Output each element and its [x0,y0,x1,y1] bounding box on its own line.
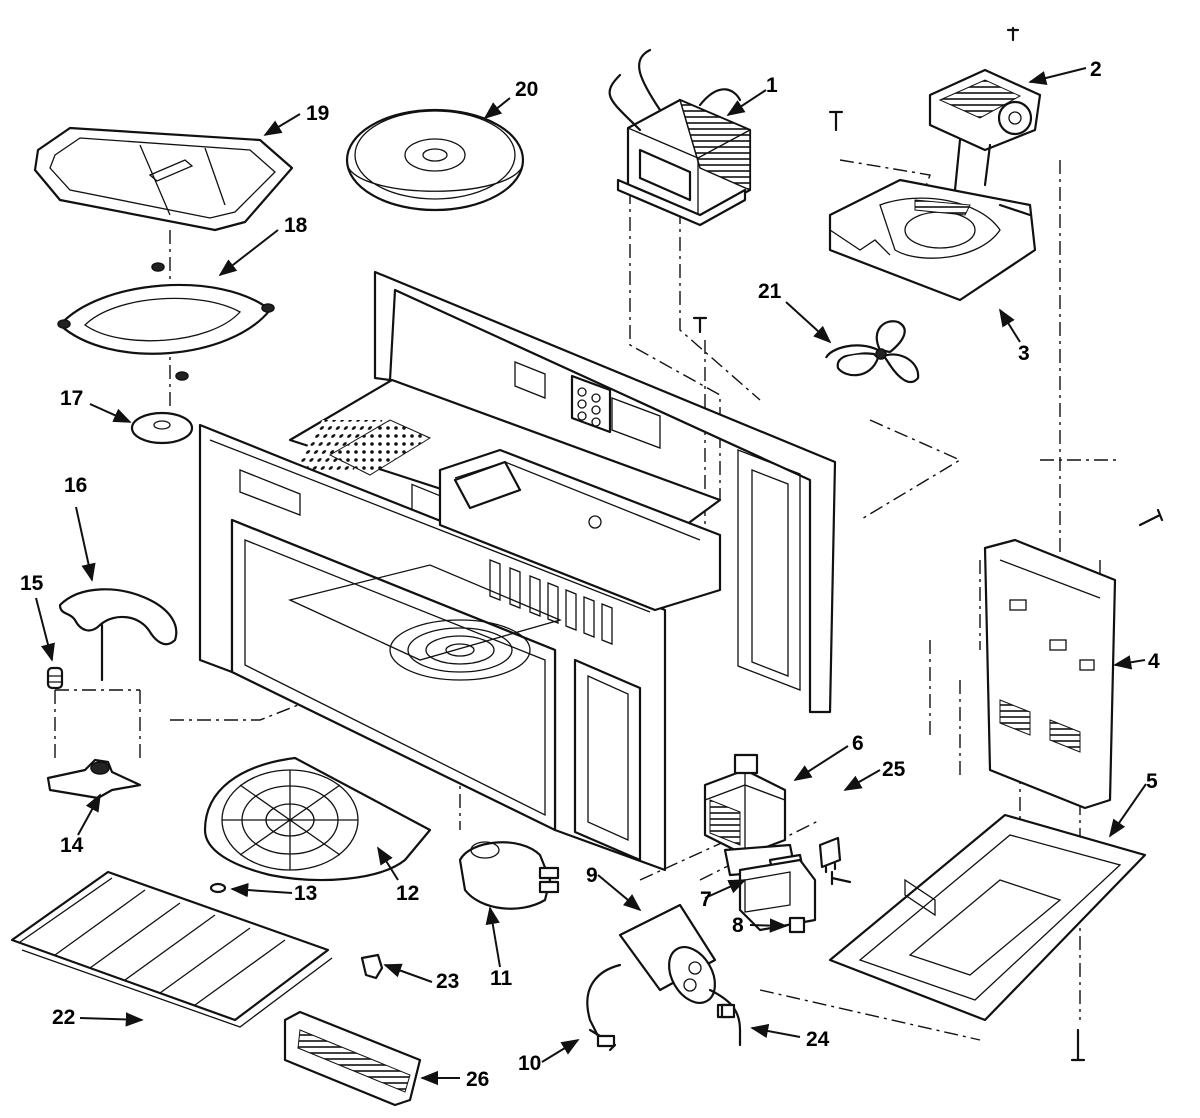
part-26-vent-grille [283,1010,422,1107]
callout-10: 10 [518,1052,541,1075]
part-12-stirrer-cover [203,756,432,882]
part-14-coupler [46,758,142,800]
part-4-control-bracket [983,538,1117,810]
screws [692,110,1164,1062]
callout-15: 15 [20,572,44,595]
callout-20: 20 [515,78,538,101]
leader-arrows [35,67,1147,1086]
part-16-stirrer-blade [58,588,178,682]
part-9-capacitor [586,903,742,1047]
callout-4: 4 [1148,650,1160,673]
part-3-blower-housing [828,178,1037,302]
front-vent-slots [489,559,613,645]
part-2-damper-motor [928,26,1042,192]
callout-11: 11 [490,967,513,990]
part-22-wire-rack [10,870,333,1028]
part-10-diode [588,1028,617,1052]
callout-9: 9 [586,864,598,887]
callout-21: 21 [758,280,782,303]
callout-17: 17 [60,387,83,410]
callout-1: 1 [766,74,778,97]
part-24-thermal-cutout [720,1003,736,1019]
part-8-fuse [788,916,806,934]
part-5-base-plate [828,813,1147,1022]
callout-18: 18 [284,214,308,237]
part-21-fan-blade [824,320,920,384]
callout-19: 19 [306,102,329,125]
callout-2: 2 [1090,58,1102,81]
callout-16: 16 [64,474,87,497]
oven-cavity-assembly [198,270,837,872]
callout-14: 14 [60,834,84,857]
part-7-waveguide [738,858,817,932]
control-keypad [570,374,612,434]
callout-labels: 1 2 3 4 5 6 7 8 9 10 11 12 13 14 15 16 1… [20,58,1160,1091]
callout-12: 12 [396,882,419,905]
part-18-roller-ring [57,262,275,381]
callout-3: 3 [1018,342,1030,365]
part-17-roller-hub [130,411,194,445]
part-23-clip [360,953,384,980]
callout-24: 24 [806,1028,830,1051]
callout-5: 5 [1146,770,1158,793]
part-25-relay [818,836,842,874]
part-11-turntable-motor [458,841,560,910]
callout-8: 8 [732,914,744,937]
callout-23: 23 [436,970,459,993]
callout-26: 26 [466,1068,489,1091]
callout-13: 13 [294,882,317,905]
part-13-nut [209,882,227,894]
callout-6: 6 [852,732,864,755]
part-19-glass-tray [33,126,294,232]
callout-22: 22 [52,1006,75,1029]
part-15-bushing [46,666,64,690]
callout-25: 25 [882,758,906,781]
part-1-transformer [608,48,752,227]
callout-7: 7 [700,888,712,911]
part-20-turntable-plate [345,108,525,212]
